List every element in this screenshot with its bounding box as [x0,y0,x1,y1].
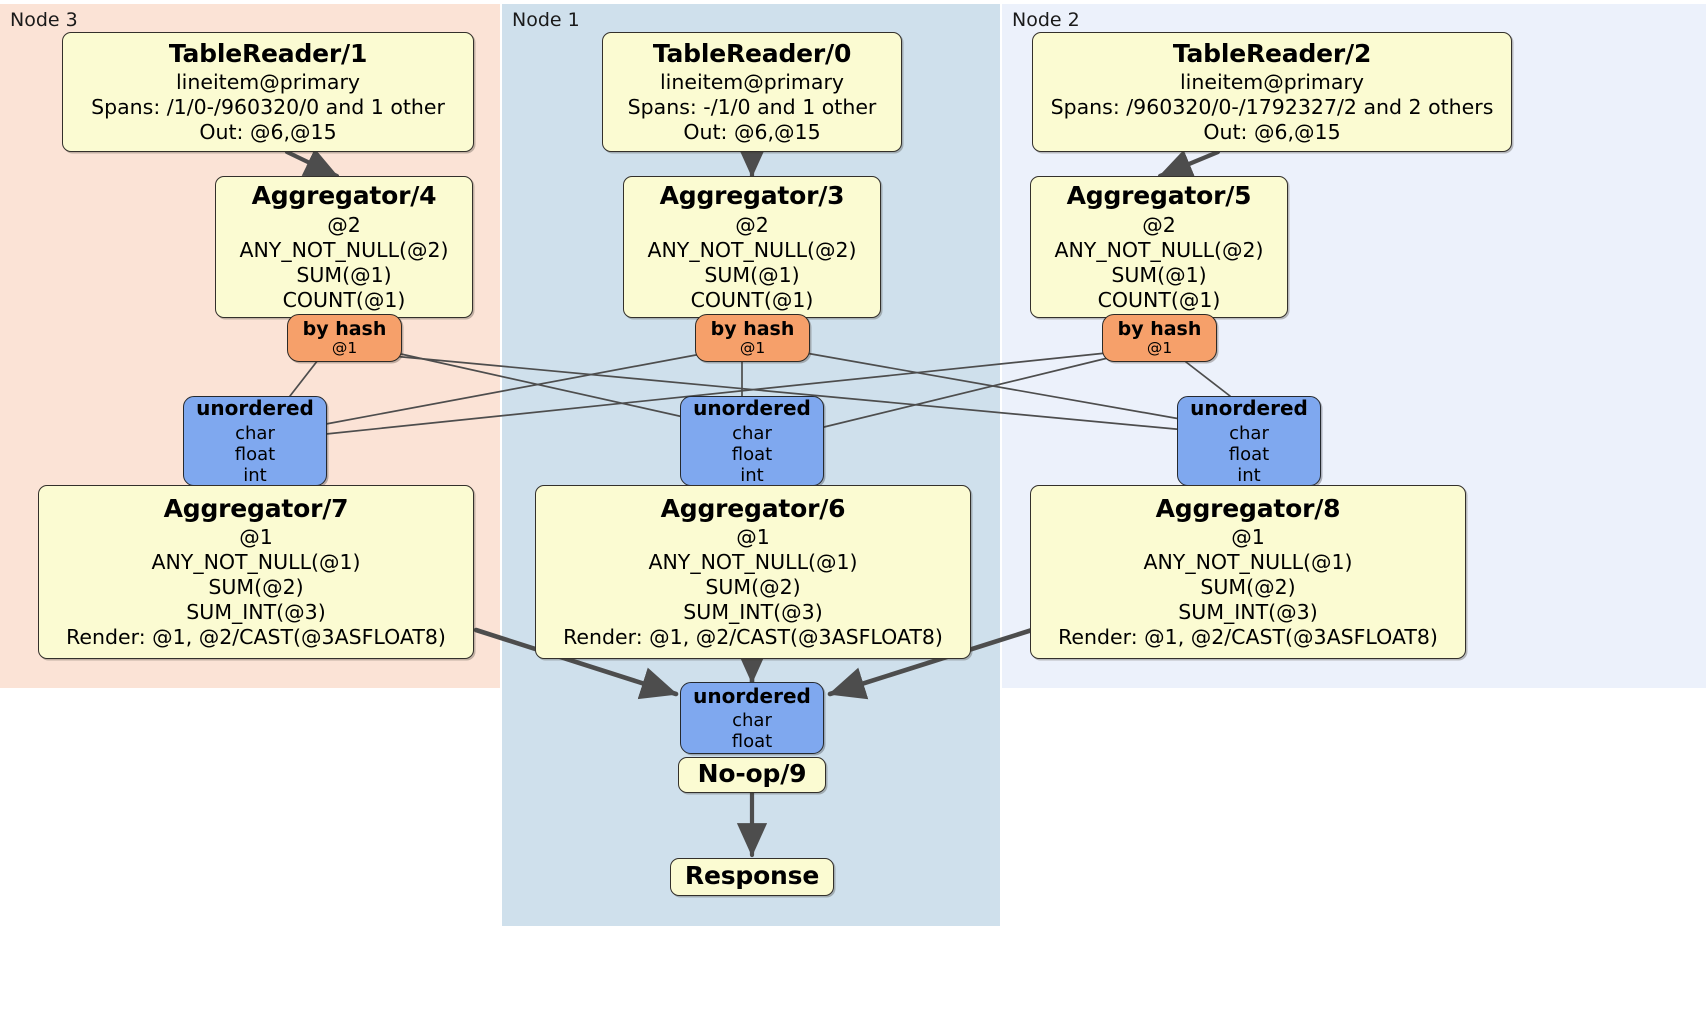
processor-detail: ANY_NOT_NULL(@1) [1143,550,1353,575]
processor-detail: SUM_INT(@3) [1178,600,1318,625]
cluster-label-node-2: Node 2 [1012,9,1080,31]
router-detail: int [243,464,267,486]
processor-detail: SUM_INT(@3) [683,600,823,625]
processor-detail: lineitem@primary [175,70,361,95]
router-detail: char [732,710,772,732]
processor-detail: Spans: -/1/0 and 1 other [627,95,877,120]
processor-detail: ANY_NOT_NULL(@2) [647,237,857,262]
processor-table-reader-1[interactable]: TableReader/1 lineitem@primary Spans: /1… [62,32,474,152]
processor-detail: Render: @1, @2/CAST(@3ASFLOAT8) [66,625,446,650]
processor-detail: Render: @1, @2/CAST(@3ASFLOAT8) [1058,625,1438,650]
router-detail: @1 [739,338,766,357]
processor-aggregator-7[interactable]: Aggregator/7 @1 ANY_NOT_NULL(@1) SUM(@2)… [38,485,474,659]
processor-title: Aggregator/4 [251,181,437,211]
router-title: by hash [302,318,387,341]
processor-title: Aggregator/6 [660,493,846,523]
router-detail: @1 [331,338,358,357]
processor-title: No-op/9 [697,759,807,789]
processor-detail: Out: @6,@15 [683,120,821,145]
processor-detail: SUM(@2) [1200,575,1296,600]
processor-detail: Spans: /960320/0-/1792327/2 and 2 others [1050,95,1494,120]
router-hash-right[interactable]: by hash @1 [1102,314,1217,362]
router-title: unordered [693,396,811,421]
processor-title: TableReader/0 [652,38,852,68]
processor-table-reader-0[interactable]: TableReader/0 lineitem@primary Spans: -/… [602,32,902,152]
processor-title: TableReader/2 [1172,38,1372,68]
processor-aggregator-4[interactable]: Aggregator/4 @2 ANY_NOT_NULL(@2) SUM(@1)… [215,176,473,318]
processor-detail: SUM(@1) [1111,262,1207,287]
processor-title: Aggregator/5 [1066,181,1252,211]
processor-aggregator-5[interactable]: Aggregator/5 @2 ANY_NOT_NULL(@2) SUM(@1)… [1030,176,1288,318]
router-hash-mid[interactable]: by hash @1 [695,314,810,362]
processor-aggregator-3[interactable]: Aggregator/3 @2 ANY_NOT_NULL(@2) SUM(@1)… [623,176,881,318]
processor-detail: Render: @1, @2/CAST(@3ASFLOAT8) [563,625,943,650]
processor-title: Response [684,861,820,891]
router-detail: float [731,443,773,465]
router-title: unordered [196,396,314,421]
processor-detail: COUNT(@1) [690,287,814,312]
router-detail: char [235,422,275,444]
router-title: by hash [710,318,795,341]
router-detail: int [1237,464,1261,486]
processor-detail: SUM(@2) [208,575,304,600]
processor-aggregator-6[interactable]: Aggregator/6 @1 ANY_NOT_NULL(@1) SUM(@2)… [535,485,971,659]
processor-detail: Out: @6,@15 [199,120,337,145]
processor-detail: Out: @6,@15 [1203,120,1341,145]
router-unordered-right[interactable]: unordered char float int [1177,396,1321,486]
processor-title: Aggregator/8 [1155,493,1341,523]
processor-detail: ANY_NOT_NULL(@2) [239,237,449,262]
router-detail: int [740,464,764,486]
cluster-label-node-3: Node 3 [10,9,78,31]
processor-detail: @2 [1142,212,1176,237]
processor-aggregator-8[interactable]: Aggregator/8 @1 ANY_NOT_NULL(@1) SUM(@2)… [1030,485,1466,659]
processor-detail: Spans: /1/0-/960320/0 and 1 other [91,95,445,120]
processor-title: TableReader/1 [168,38,368,68]
processor-title: Aggregator/7 [163,493,349,523]
router-detail: char [1229,422,1269,444]
processor-title: Aggregator/3 [659,181,845,211]
processor-detail: ANY_NOT_NULL(@2) [1054,237,1264,262]
router-detail: float [731,731,773,753]
router-detail: char [732,422,772,444]
processor-response[interactable]: Response [670,858,834,896]
router-title: unordered [693,683,811,708]
router-unordered-final[interactable]: unordered char float [680,682,824,754]
processor-detail: SUM(@2) [705,575,801,600]
cluster-label-node-1: Node 1 [512,9,580,31]
router-detail: float [234,443,276,465]
processor-detail: @1 [1231,525,1265,550]
router-unordered-mid[interactable]: unordered char float int [680,396,824,486]
processor-detail: COUNT(@1) [1097,287,1221,312]
router-detail: @1 [1146,338,1173,357]
processor-detail: SUM_INT(@3) [186,600,326,625]
router-title: unordered [1190,396,1308,421]
router-hash-left[interactable]: by hash @1 [287,314,402,362]
router-unordered-left[interactable]: unordered char float int [183,396,327,486]
processor-noop-9[interactable]: No-op/9 [678,757,826,793]
processor-detail: SUM(@1) [704,262,800,287]
processor-detail: lineitem@primary [1179,70,1365,95]
processor-detail: @1 [736,525,770,550]
processor-detail: ANY_NOT_NULL(@1) [151,550,361,575]
processor-detail: lineitem@primary [659,70,845,95]
router-detail: float [1228,443,1270,465]
processor-table-reader-2[interactable]: TableReader/2 lineitem@primary Spans: /9… [1032,32,1512,152]
processor-detail: ANY_NOT_NULL(@1) [648,550,858,575]
router-title: by hash [1117,318,1202,341]
processor-detail: @1 [239,525,273,550]
processor-detail: COUNT(@1) [282,287,406,312]
processor-detail: @2 [327,212,361,237]
processor-detail: SUM(@1) [296,262,392,287]
processor-detail: @2 [735,212,769,237]
